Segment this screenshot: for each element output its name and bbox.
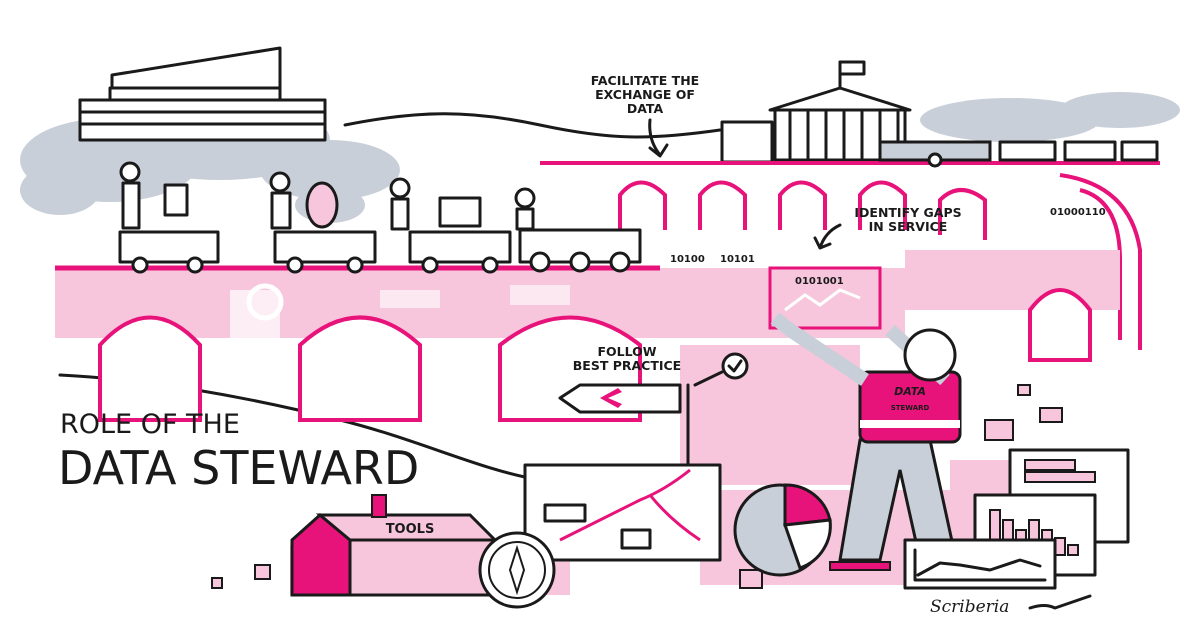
callout-text: IDENTIFY GAPS: [854, 205, 961, 220]
pie-chart: [733, 483, 832, 577]
callout-practice: FOLLOW BEST PRACTICE: [573, 344, 681, 373]
vest-text: DATA: [894, 385, 926, 398]
toolbox: TOOLS: [290, 494, 499, 597]
binary-text: 10100: [670, 254, 705, 265]
title-line-2: DATA STEWARD: [58, 441, 419, 495]
pen-icon: [1028, 594, 1092, 610]
signpost: [558, 352, 749, 472]
arrow-exchange: [648, 118, 669, 158]
page-title: ROLE OF THE DATA STEWARD: [58, 409, 419, 495]
chart-boards: [903, 448, 1130, 590]
binary-text: 01000110: [1050, 207, 1106, 218]
callout-text: IN SERVICE: [869, 219, 948, 234]
compass-icon: [478, 531, 556, 609]
callout-gaps: IDENTIFY GAPS IN SERVICE: [854, 205, 961, 234]
signature: Scriberia: [930, 597, 1009, 617]
data-steward-figure: DATA STEWARD: [770, 312, 962, 571]
callout-text: EXCHANGE OF: [595, 87, 695, 102]
arrow-gaps: [813, 223, 842, 250]
title-line-1: ROLE OF THE: [60, 409, 240, 440]
vest-text: STEWARD: [891, 404, 930, 412]
callout-exchange: FACILITATE THE EXCHANGE OF DATA: [591, 73, 699, 116]
binary-text: 10101: [720, 254, 755, 265]
map-board: [523, 463, 722, 562]
callout-text: FOLLOW: [597, 344, 656, 359]
callout-text: DATA: [627, 101, 664, 116]
lower-viaduct: [55, 250, 1120, 485]
binary-tags: 10100 10101 0101001 01000110: [670, 207, 1106, 287]
callout-text: BEST PRACTICE: [573, 358, 681, 373]
hill-line: [343, 112, 722, 139]
callout-text: FACILITATE THE: [591, 73, 699, 88]
left-train: [118, 161, 642, 274]
binary-text: 0101001: [795, 276, 844, 287]
data-card: [768, 266, 882, 330]
toolbox-label: TOOLS: [386, 522, 435, 537]
office-building: [78, 46, 327, 142]
right-train: [878, 140, 1159, 168]
